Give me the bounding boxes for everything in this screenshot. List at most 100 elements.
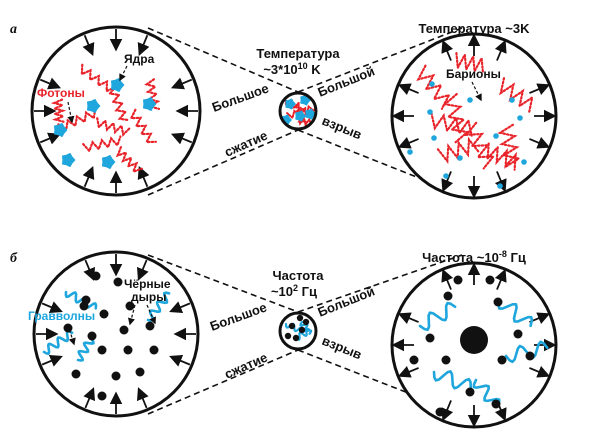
black-hole — [63, 323, 73, 333]
label-black-holes-1: Чёрные — [124, 277, 171, 291]
baryon — [517, 115, 523, 121]
black-hole — [453, 275, 463, 285]
inward-arrow — [39, 77, 62, 90]
label-big-left-b: Большое — [208, 299, 269, 333]
black-hole — [435, 407, 445, 417]
label-compression-a: сжатие — [222, 128, 270, 160]
black-hole — [443, 291, 453, 301]
black-hole — [87, 331, 97, 341]
outward-arrow — [441, 400, 454, 422]
grav-wave — [64, 290, 98, 310]
photon-path — [416, 64, 451, 110]
black-hole — [149, 345, 159, 355]
black-hole — [125, 301, 135, 311]
expansion-arrows-b — [391, 262, 557, 428]
panel-b-connectors — [147, 254, 463, 415]
inward-arrow — [170, 132, 193, 145]
panel-b: б Чёрные дыры Гравволны Частота ~102 Гц … — [10, 249, 558, 429]
black-hole — [491, 399, 501, 409]
panel-a-connectors — [147, 27, 463, 196]
center-temperature-label: Температура — [256, 46, 340, 61]
inward-arrow — [137, 34, 150, 57]
label-bang-b: взрыв — [320, 333, 364, 362]
baryon — [509, 97, 515, 103]
black-hole — [113, 277, 123, 287]
label-big-left-a: Большое — [210, 80, 271, 114]
nucleus — [305, 108, 316, 120]
black-hole — [497, 355, 507, 365]
photon-paths — [50, 63, 161, 174]
outward-arrow — [397, 312, 419, 325]
photon-path — [82, 135, 122, 154]
photon-path — [107, 85, 130, 122]
outward-arrow — [529, 83, 551, 96]
outward-arrow — [494, 171, 507, 193]
grav-wave — [294, 327, 312, 341]
outward-arrow — [397, 136, 419, 149]
inward-arrow — [41, 354, 63, 367]
compression-arrows — [34, 29, 198, 193]
inward-arrow — [39, 132, 62, 145]
outward-arrow — [494, 268, 507, 290]
label-big-right-a: Большой — [316, 63, 377, 99]
nucleus — [102, 155, 116, 169]
black-hole — [288, 322, 296, 330]
baryon — [497, 183, 503, 189]
outward-arrow — [397, 365, 419, 378]
grav-wave — [299, 320, 313, 335]
outward-arrow — [441, 171, 454, 193]
label-nuclei: Ядра — [124, 52, 155, 66]
black-hole — [71, 369, 81, 379]
photon-path — [57, 107, 97, 132]
photon-path — [486, 142, 517, 171]
label-bang-a: взрыв — [320, 113, 364, 142]
black-hole — [525, 351, 535, 361]
grav-wave — [432, 370, 473, 390]
baryon — [431, 135, 437, 141]
inward-arrow — [136, 387, 149, 409]
outward-arrow — [529, 136, 551, 149]
photon-path — [436, 136, 480, 165]
inward-arrow — [137, 165, 150, 188]
photon-path — [115, 146, 143, 174]
black-hole — [145, 321, 155, 331]
center-frequency-label: Частота — [272, 268, 324, 283]
grav-wave — [418, 301, 457, 331]
baryon — [493, 133, 499, 139]
photon-path — [430, 112, 473, 137]
black-hole — [425, 333, 435, 343]
nucleus — [285, 98, 296, 110]
outward-arrow — [397, 83, 419, 96]
compression-arrows-b — [36, 254, 196, 414]
black-hole — [409, 355, 419, 365]
label-big-right-b: Большой — [316, 283, 377, 319]
photon-path — [80, 63, 117, 93]
baryon — [521, 159, 527, 165]
baryon — [429, 81, 435, 87]
inward-arrow — [169, 301, 191, 314]
nucleus — [143, 97, 157, 111]
photon-path — [129, 108, 157, 144]
grav-wave — [472, 378, 501, 408]
baryon — [467, 97, 473, 103]
black-hole — [135, 367, 145, 377]
label-baryons: Барионы — [446, 67, 501, 81]
inward-arrow — [136, 259, 149, 281]
black-hole — [298, 326, 306, 334]
inward-arrow — [83, 387, 96, 409]
label-compression-b: сжатие — [222, 350, 270, 382]
baryon — [427, 109, 433, 115]
outward-arrow — [529, 365, 551, 378]
panel-a-letter: а — [10, 22, 17, 37]
black-hole — [441, 355, 451, 365]
right-temperature-title: Температура ~3K — [419, 21, 531, 36]
grav-wave — [497, 298, 534, 328]
black-hole — [97, 391, 107, 401]
cool-photon-paths — [416, 51, 534, 171]
nucleus — [54, 123, 68, 137]
black-hole — [513, 329, 523, 339]
center-circle-b — [278, 311, 318, 351]
center-temperature-value: ~3*1010 K — [263, 61, 321, 77]
black-hole — [81, 295, 91, 305]
